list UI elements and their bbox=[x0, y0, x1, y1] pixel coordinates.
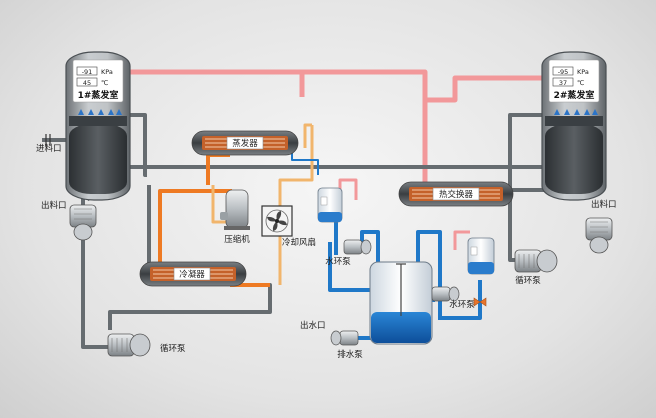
evaporation-chamber-2 bbox=[541, 51, 607, 201]
separator-tank-1 bbox=[317, 187, 343, 223]
outlet-pump-left-icon bbox=[69, 204, 97, 241]
water-collection-vessel bbox=[369, 261, 433, 345]
circulation-pump-left-label: 循环泵 bbox=[160, 343, 186, 354]
tank2-pressure-unit: KPa bbox=[577, 68, 589, 76]
evaporator-drain bbox=[291, 148, 319, 175]
condenser-label: 冷凝器 bbox=[179, 269, 205, 280]
compressor-label: 压缩机 bbox=[224, 234, 250, 245]
valve-icon bbox=[473, 297, 487, 307]
condenser-unit bbox=[139, 261, 247, 287]
inlet-flange-icon bbox=[45, 134, 51, 146]
outlet-right-label: 出料口 bbox=[591, 199, 617, 210]
water-ring-pump-1-label: 水环泵 bbox=[325, 256, 351, 267]
water-ring-pump-2-icon bbox=[431, 286, 460, 302]
tank2-title: 2#蒸发室 bbox=[554, 89, 595, 101]
circulation-pump-right-icon bbox=[514, 249, 558, 273]
tank1-title: 1#蒸发室 bbox=[78, 89, 119, 101]
circulation-pump-left-icon bbox=[107, 333, 151, 357]
outlet-left-label: 出料口 bbox=[41, 200, 67, 211]
water-ring-pump-2-label: 水环泵 bbox=[449, 299, 475, 310]
compressor-unit bbox=[220, 189, 250, 230]
tank1-pressure-unit: KPa bbox=[101, 68, 113, 76]
tank1-temperature-value: 45 bbox=[83, 79, 91, 87]
outlet-pump-right-icon bbox=[585, 217, 613, 254]
tank2-pressure-value: -95 bbox=[558, 68, 569, 76]
heat-exchanger-unit bbox=[398, 181, 514, 207]
tank1-pressure-value: -91 bbox=[82, 68, 93, 76]
drain-pump-label: 排水泵 bbox=[337, 349, 363, 360]
heat-exchanger-label: 热交换器 bbox=[439, 189, 474, 200]
hot-vapour-pipe bbox=[128, 69, 545, 188]
tank1-temperature-unit: ℃ bbox=[101, 79, 108, 87]
evaporation-chamber-1 bbox=[65, 51, 131, 201]
water-outlet-label: 出水口 bbox=[300, 320, 326, 331]
cooling-fan-label: 冷却风扇 bbox=[282, 237, 316, 248]
tank2-temperature-unit: ℃ bbox=[577, 79, 584, 87]
cooling-fan-icon bbox=[261, 205, 293, 237]
evaporator-unit bbox=[191, 130, 299, 156]
inlet-label: 进料口 bbox=[36, 143, 62, 154]
tank2-temperature-value: 37 bbox=[559, 79, 567, 87]
water-ring-pump-1-icon bbox=[343, 239, 372, 255]
separator-tank-2 bbox=[467, 237, 495, 275]
evaporator-label: 蒸发器 bbox=[232, 138, 258, 149]
drain-pump-icon bbox=[330, 330, 359, 346]
circulation-pump-right-label: 循环泵 bbox=[515, 275, 541, 286]
